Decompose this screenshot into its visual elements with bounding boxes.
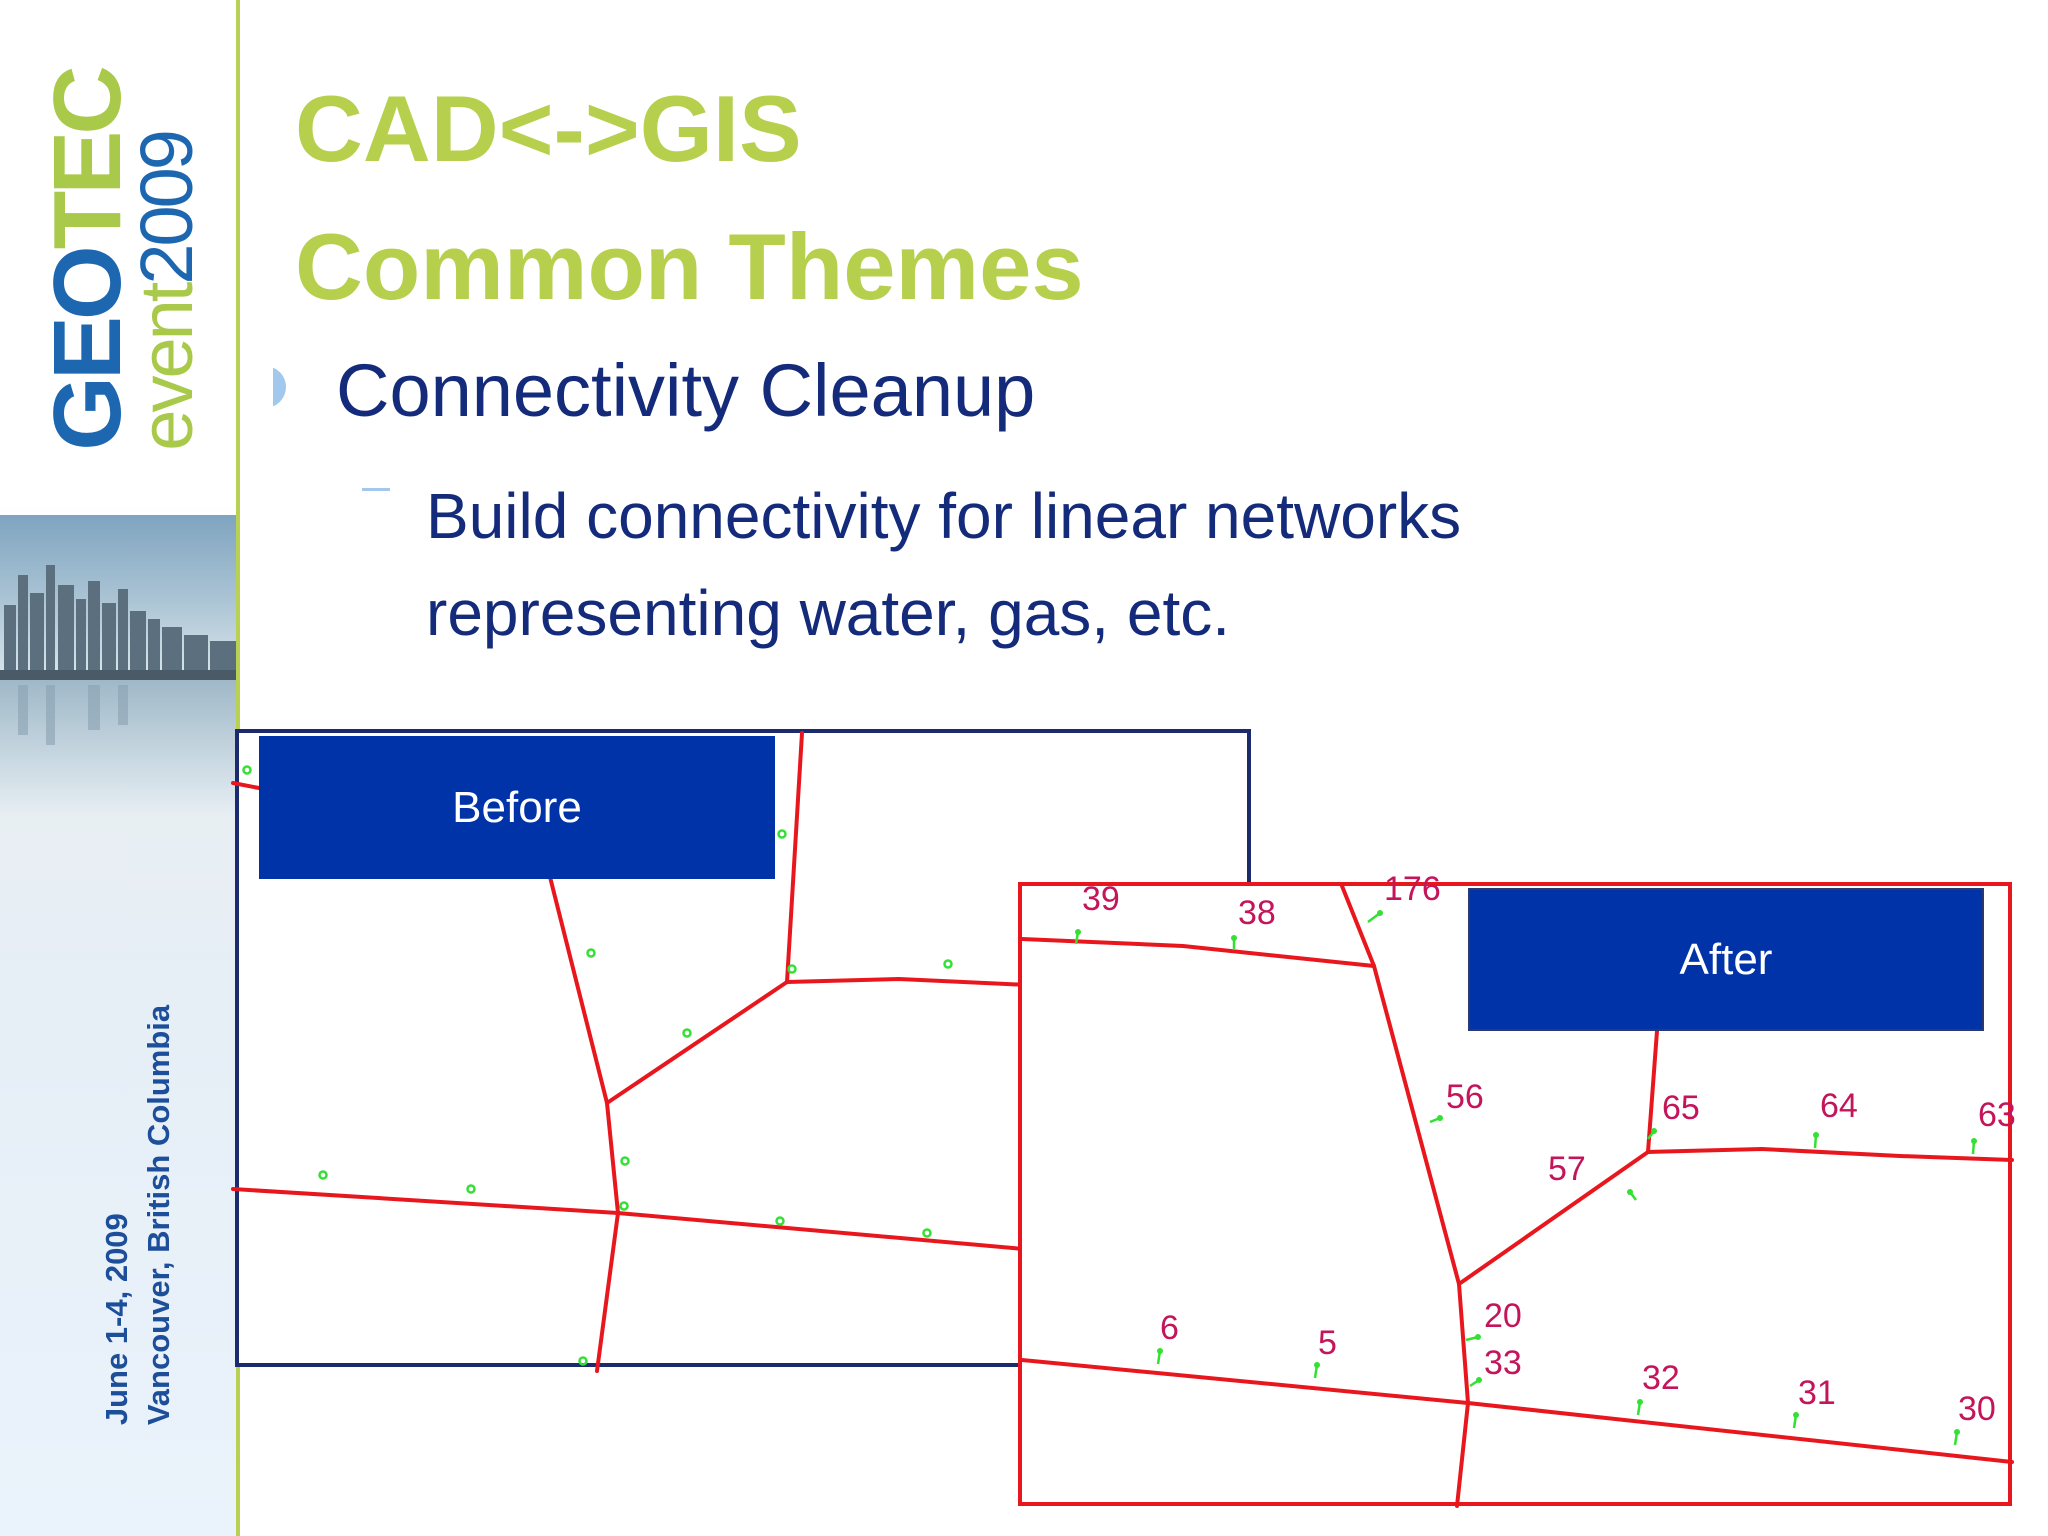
node-marker	[466, 1184, 476, 1194]
node-label: 39	[1082, 880, 1120, 918]
network-line	[1455, 1401, 1470, 1508]
node-marker	[682, 1028, 692, 1038]
network-line	[547, 871, 609, 1105]
city-skyline-image	[0, 515, 236, 815]
node-marker	[620, 1156, 630, 1166]
node-marker-head	[1475, 1334, 1481, 1340]
node-label: 57	[1548, 1150, 1586, 1188]
node-label: 56	[1446, 1078, 1484, 1116]
node-marker-head	[1651, 1128, 1657, 1134]
sub-bullet-dash	[362, 488, 390, 491]
network-line	[231, 781, 261, 790]
network-line	[605, 1101, 620, 1215]
network-line	[1340, 884, 1461, 1286]
node-label: 5	[1318, 1324, 1337, 1362]
sidebar: GEOTEC event2009	[0, 0, 236, 1536]
node-marker-head	[1637, 1399, 1643, 1405]
event-date: June 1-4, 2009	[99, 1213, 134, 1426]
node-marker	[242, 765, 252, 775]
node-label: 31	[1798, 1374, 1836, 1412]
node-marker	[777, 829, 787, 839]
event-location: Vancouver, British Columbia	[141, 1004, 176, 1426]
network-line	[1457, 1150, 1650, 1286]
node-label: 38	[1238, 894, 1276, 932]
node-label: 33	[1484, 1344, 1522, 1382]
node-marker-head	[1627, 1189, 1633, 1195]
slide-title-line-1: CAD<->GIS	[295, 76, 802, 181]
bullet-text: Connectivity Cleanup	[336, 349, 1036, 432]
sub-bullet-text: Build connectivity for linear networks r…	[426, 480, 1462, 649]
node-label: 176	[1384, 870, 1441, 908]
node-marker-head	[1157, 1348, 1163, 1354]
logo-event-text: event	[125, 284, 208, 451]
node-label: 20	[1484, 1297, 1522, 1335]
network-line	[1457, 1282, 1470, 1405]
network-line	[605, 980, 789, 1105]
node-marker-head	[1314, 1362, 1320, 1368]
network-line	[1646, 1029, 1659, 1154]
event-info: June 1-4, 2009 Vancouver, British Columb…	[96, 1005, 180, 1425]
network-line	[785, 731, 804, 984]
logo-year-text: 2009	[125, 132, 208, 285]
network-line	[1646, 1147, 2014, 1162]
geotec-logo: GEOTEC event2009	[34, 69, 208, 451]
node-marker-head	[1954, 1429, 1960, 1435]
node-marker	[922, 1228, 932, 1238]
node-marker	[578, 1356, 588, 1366]
node-marker	[775, 1216, 785, 1226]
bullet-marker-icon	[264, 366, 286, 408]
node-marker	[318, 1170, 328, 1180]
after-network-map: 39 38 176 56 65 64 63 57 20 33 6 5 32 31…	[1020, 870, 2016, 1508]
after-map-panel: 39 38 176 56 65 64 63 57 20 33 6 5 32 31…	[1018, 870, 2016, 1508]
node-label: 30	[1958, 1390, 1996, 1428]
node-label: 64	[1820, 1087, 1858, 1125]
node-marker-head	[1437, 1115, 1443, 1121]
node-marker-head	[1377, 910, 1383, 916]
slide-title-line-2: Common Themes	[295, 214, 1084, 319]
node-marker-head	[1793, 1412, 1799, 1418]
node-label: 63	[1978, 1096, 2016, 1134]
node-label: 32	[1642, 1359, 1680, 1397]
node-marker-head	[1971, 1138, 1977, 1144]
node-label: 6	[1160, 1309, 1179, 1347]
node-marker-head	[1476, 1377, 1482, 1383]
node-marker-head	[1075, 929, 1081, 935]
node-label: 65	[1662, 1089, 1700, 1127]
after-label: After	[1468, 888, 1984, 1031]
node-marker-head	[1231, 935, 1237, 941]
before-label: Before	[259, 736, 775, 879]
network-line	[595, 1211, 620, 1373]
node-marker-head	[1813, 1132, 1819, 1138]
network-line	[1020, 937, 1376, 968]
slide-title: CAD<->GIS Common Themes	[295, 60, 1084, 336]
node-marker	[787, 964, 797, 974]
node-marker	[619, 1201, 629, 1211]
node-marker	[943, 959, 953, 969]
node-marker	[586, 948, 596, 958]
logo-event-line: event2009	[125, 69, 208, 451]
